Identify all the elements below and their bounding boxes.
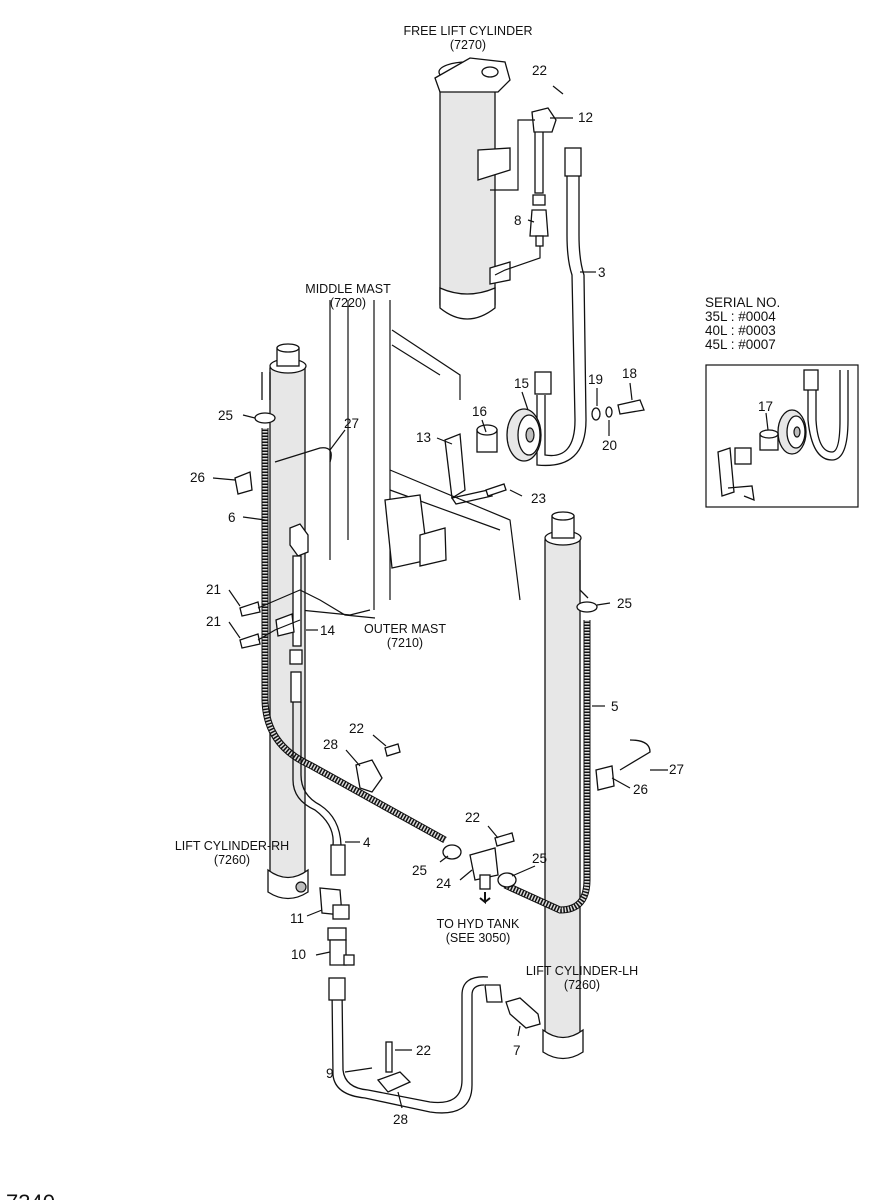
free-lift-pipe: [490, 107, 557, 276]
callout-13: 13: [416, 430, 431, 445]
callout-5: 5: [611, 699, 619, 714]
serial-line-45l: 45L : #0007: [705, 337, 776, 352]
serial-number-note: SERIAL NO. 35L : #0004 40L : #0003 45L :…: [705, 295, 780, 352]
inset-detail: 17: [705, 364, 859, 508]
clamp-25-tee-right: [497, 872, 517, 888]
pipe-14: [275, 523, 346, 876]
outer-mast-code: (7210): [387, 636, 423, 650]
clamp-25-rh-top: [254, 412, 276, 424]
callout-9: 9: [326, 1066, 334, 1081]
bolt-21-lower: [239, 633, 261, 649]
wire-27-left: [274, 447, 332, 463]
clamp-25-lh-top: [576, 601, 598, 613]
callout-10: 10: [291, 947, 306, 962]
callout-24: 24: [436, 876, 452, 891]
serial-line-40l: 40L : #0003: [705, 323, 776, 338]
callout-25-tee-left: 25: [412, 863, 427, 878]
callout-25-lh-top: 25: [617, 596, 632, 611]
callout-8: 8: [514, 213, 522, 228]
fitting-7: [505, 997, 541, 1029]
fitting-11: [319, 887, 350, 920]
lift-cylinder-rh-code: (7260): [214, 853, 250, 867]
free-lift-cylinder: [434, 57, 511, 320]
clamp-25-tee-left: [442, 844, 462, 860]
bolt-22-tee: [494, 832, 515, 847]
callout-28-bottom: 28: [393, 1112, 408, 1127]
serial-title: SERIAL NO.: [705, 295, 780, 310]
callout-19: 19: [588, 372, 603, 387]
callout-25-rh-top: 25: [218, 408, 233, 423]
mast-frame: [299, 300, 521, 616]
hose-3-fitting-bottom: [534, 371, 552, 395]
free-lift-cylinder-label: FREE LIFT CYLINDER: [404, 24, 533, 38]
callout-20: 20: [602, 438, 617, 453]
bolt-21-upper: [239, 601, 261, 617]
washer-20: [605, 406, 613, 418]
callout-15: 15: [514, 376, 529, 391]
washer-19: [591, 407, 601, 421]
callout-14: 14: [320, 623, 336, 638]
bushing-16: [476, 424, 498, 453]
clip-28-bottom: [376, 1071, 412, 1093]
callout-leaders: [212, 85, 668, 1109]
page-number: 7340: [6, 1190, 55, 1200]
callout-21-lower: 21: [206, 614, 221, 629]
callout-22-top: 22: [532, 63, 547, 78]
clip-28-middle: [355, 759, 383, 793]
serial-line-35l: 35L : #0004: [705, 309, 776, 324]
middle-mast-code: (7220): [330, 296, 366, 310]
bolt-22-middle: [384, 743, 401, 757]
callout-26-left: 26: [190, 470, 205, 485]
callout-25-tee-right: 25: [532, 851, 547, 866]
callout-27-left: 27: [344, 416, 359, 431]
hose-9: [331, 984, 485, 1114]
callout-12: 12: [578, 110, 593, 125]
bolt-18: [617, 399, 645, 415]
callout-27-right: 27: [669, 762, 684, 777]
lift-cylinder-lh-code: (7260): [564, 978, 600, 992]
to-hyd-tank-ref: (SEE 3050): [446, 931, 511, 945]
middle-mast-label: MIDDLE MAST: [305, 282, 391, 296]
callout-17: 17: [758, 399, 773, 414]
callout-18: 18: [622, 366, 637, 381]
callout-28-middle: 28: [323, 737, 338, 752]
lift-cylinder-lh: [542, 511, 584, 1060]
callout-26-right: 26: [633, 782, 648, 797]
hose-3: [544, 150, 576, 457]
lift-cylinder-rh-label: LIFT CYLINDER-RH: [175, 839, 289, 853]
callout-6: 6: [228, 510, 236, 525]
tee-fitting-24: [469, 847, 499, 905]
hose-9-fitting-top: [328, 977, 346, 1001]
fitting-10: [327, 927, 355, 966]
clip-26-right: [595, 765, 615, 791]
callout-22-middle: 22: [349, 721, 364, 736]
callout-22-bottom: 22: [416, 1043, 431, 1058]
callout-22-tee: 22: [465, 810, 480, 825]
callout-16: 16: [472, 404, 487, 419]
callout-23: 23: [531, 491, 546, 506]
callout-3: 3: [598, 265, 606, 280]
bolt-23: [485, 483, 507, 497]
outer-mast-label: OUTER MAST: [364, 622, 446, 636]
callout-4: 4: [363, 835, 371, 850]
callout-21-upper: 21: [206, 582, 221, 597]
to-hyd-tank-label: TO HYD TANK: [437, 917, 520, 931]
wire-27-right: [619, 739, 651, 771]
hose-3-fitting-top: [564, 147, 582, 177]
clip-26-left: [234, 471, 253, 495]
hose-6: [262, 428, 447, 843]
sheave-15: [506, 408, 542, 462]
callout-11: 11: [290, 911, 304, 926]
bolt-22-bottom: [385, 1041, 393, 1073]
free-lift-cylinder-code: (7270): [450, 38, 486, 52]
lift-cylinder-lh-label: LIFT CYLINDER-LH: [526, 964, 638, 978]
callout-7: 7: [513, 1043, 521, 1058]
